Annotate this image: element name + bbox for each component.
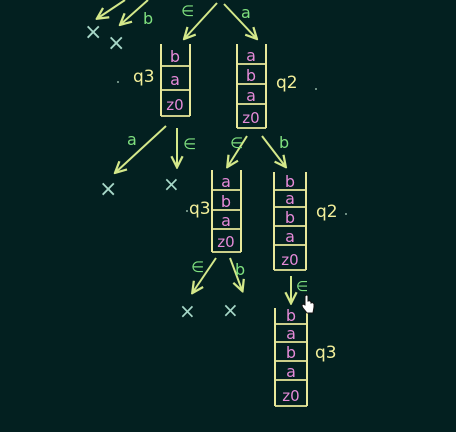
stack-symbol: a: [286, 324, 296, 343]
reject-mark: ×: [99, 177, 117, 202]
arrow-to-stack-q3-mid: [228, 135, 248, 166]
edge-label-epsilon: ∈: [296, 279, 308, 295]
state-label-q3: q3: [189, 199, 211, 219]
reject-mark: ×: [163, 172, 180, 196]
stack-symbol: a: [286, 362, 296, 381]
stack-q2-mid: b a b a z0: [273, 172, 307, 271]
stack-symbol: b: [221, 192, 231, 211]
edge-label-epsilon: ∈: [191, 258, 204, 276]
stack-symbol: z0: [242, 109, 259, 127]
stack-symbol: z0: [217, 233, 234, 251]
stack-symbol: z0: [166, 96, 183, 114]
arrow-to-stack-q2-mid: [261, 135, 285, 166]
stack-symbol: a: [221, 211, 231, 230]
arrow-top-left-2: [121, 0, 149, 24]
arrow-epsilon-reject: [193, 257, 217, 292]
edge-label-epsilon: ∈: [230, 134, 243, 152]
stack-symbol: a: [221, 172, 231, 191]
stack-symbol: b: [285, 208, 295, 227]
stack-q3-mid: a b a z0: [211, 170, 242, 253]
edge-label-a: a: [127, 130, 137, 149]
stack-q3-bottom: b a b a z0: [274, 306, 308, 407]
stack-symbol: b: [170, 47, 180, 66]
stack-symbol: a: [246, 46, 256, 65]
chalk-dot: [117, 81, 119, 83]
edge-label-epsilon: ∈: [183, 135, 196, 153]
state-label-q2: q2: [276, 73, 298, 93]
chalk-dot: [315, 88, 317, 90]
chalk-dot: [345, 213, 347, 215]
arrow-top-left-1: [98, 0, 126, 18]
stack-symbol: b: [285, 172, 295, 191]
state-label-q3: q3: [133, 67, 155, 87]
hand-pointer-icon: [301, 294, 315, 314]
stack-symbol: b: [286, 306, 296, 325]
stack-symbol: z0: [281, 251, 298, 269]
state-label-q3: q3: [315, 343, 337, 363]
arrow-to-stack-q3-top: [185, 2, 218, 38]
reject-mark: ×: [107, 31, 125, 56]
stack-symbol: a: [246, 86, 256, 105]
stack-symbol: z0: [282, 387, 299, 405]
stack-symbol: b: [286, 343, 296, 362]
reject-mark: ×: [179, 299, 196, 323]
arrow-to-stack-q2-top: [223, 3, 256, 38]
state-label-q2: q2: [316, 202, 338, 222]
chalk-dot: [186, 210, 188, 212]
reject-mark: ×: [222, 298, 239, 322]
arrow-b-reject: [229, 257, 242, 290]
stack-symbol: b: [246, 66, 256, 85]
reject-mark: ×: [84, 20, 102, 45]
stack-q3-top: b a z0: [160, 44, 191, 117]
edge-label-a: a: [241, 3, 251, 22]
stack-symbol: a: [285, 227, 295, 246]
arrow-a-reject: [116, 125, 167, 172]
edge-label-b: b: [235, 260, 245, 279]
stack-q2-top: a b a z0: [236, 44, 267, 129]
stack-symbol: a: [170, 70, 180, 89]
stack-symbol: a: [285, 189, 295, 208]
edge-label-epsilon: ∈: [181, 2, 194, 20]
edge-label-b-top-left: b: [143, 9, 153, 28]
edge-label-b: b: [279, 133, 289, 152]
